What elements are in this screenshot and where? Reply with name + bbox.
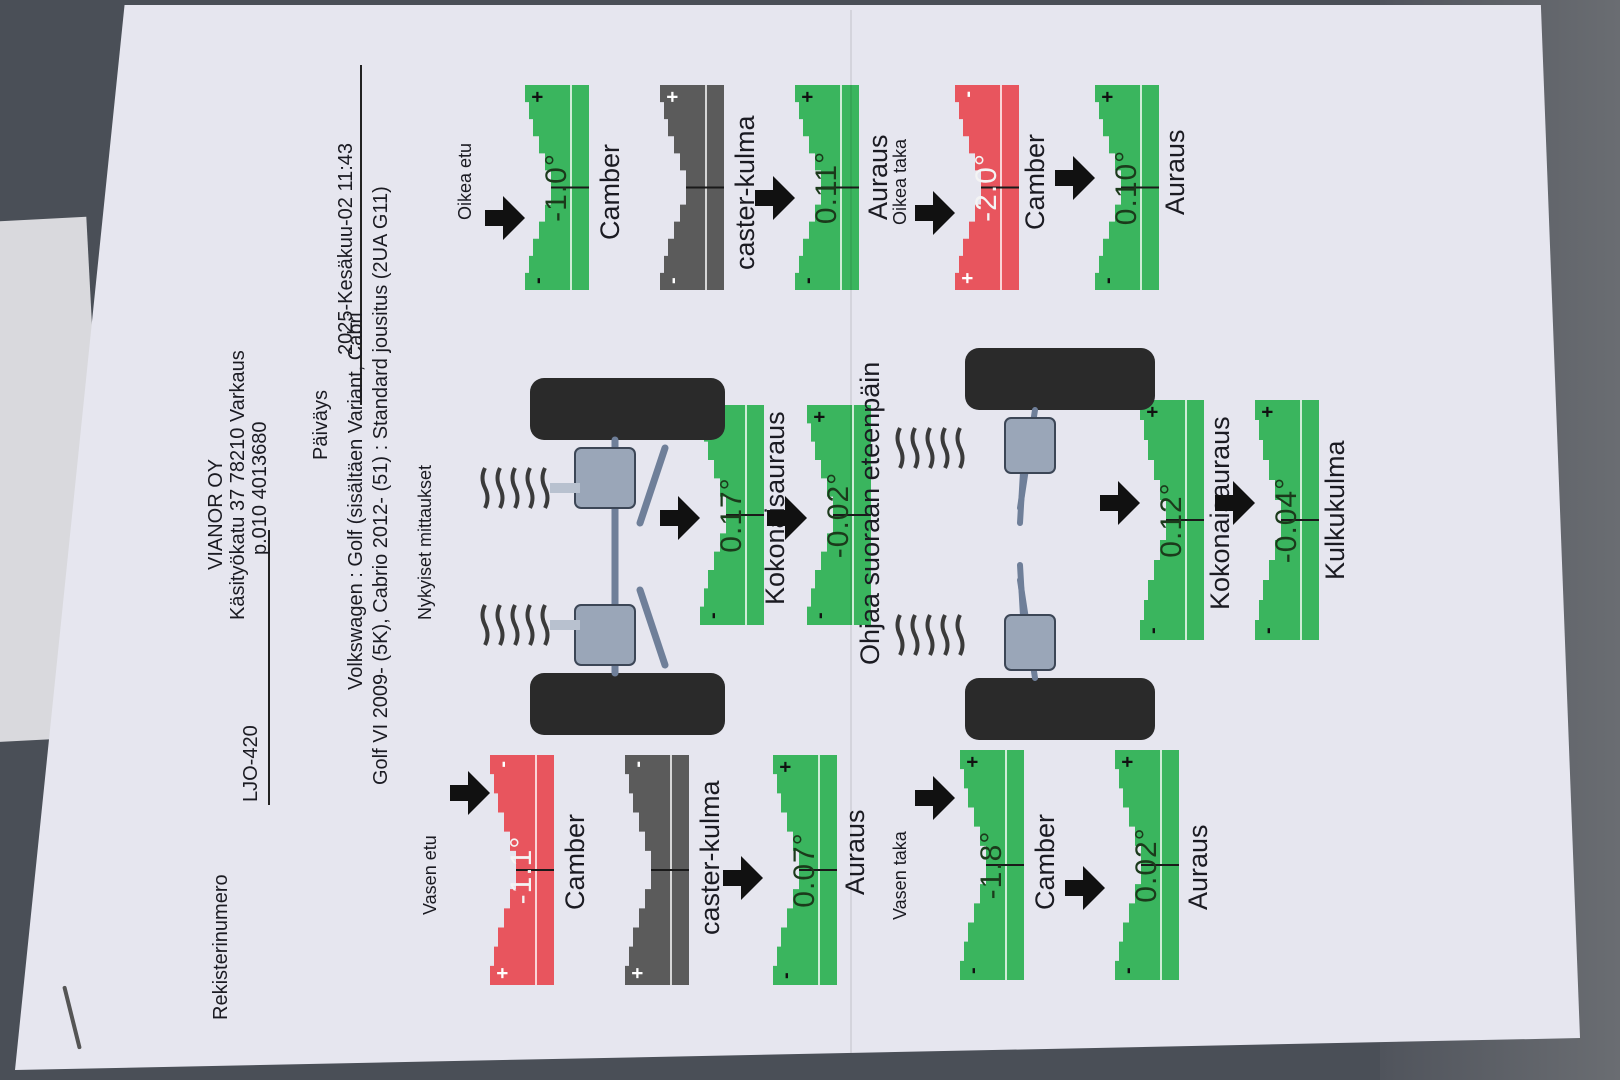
front-right-toe-gauge: -+0.11° bbox=[795, 85, 859, 290]
front-right-caster-gauge: -+ bbox=[660, 85, 724, 290]
gauge-sign-left: + bbox=[627, 967, 649, 979]
steer-ahead-text: Ohjaa suoraan eteenpäin bbox=[855, 361, 885, 665]
front-right-camber-caption: Camber bbox=[595, 143, 625, 240]
front-left-toe-gauge: -+0.07° bbox=[773, 755, 837, 985]
gauge-sign-right: - bbox=[627, 761, 649, 768]
front-left-label: Vasen etu bbox=[420, 835, 440, 915]
gauge-value: -1.1° bbox=[505, 835, 538, 905]
arrow-shape bbox=[1065, 866, 1105, 910]
vehicle-line-2: Golf VI 2009- (5K), Cabrio 2012- (51) : … bbox=[370, 186, 392, 785]
arrow-shape bbox=[1055, 156, 1095, 200]
down-arrow-icon bbox=[767, 496, 816, 540]
report-content: Rekisterinumero LJO-420 VIANOR OY Käsity… bbox=[55, 20, 1555, 1060]
down-arrow-icon bbox=[485, 196, 534, 240]
rear-left-camber-gauge: -+-1.8° bbox=[960, 750, 1024, 980]
registration-label: Rekisterinumero bbox=[210, 874, 232, 1020]
front-left-caster-caption: caster-kulma bbox=[695, 780, 725, 935]
paper-fold bbox=[850, 10, 852, 1070]
arrow-shape bbox=[755, 176, 795, 220]
arrow-shape bbox=[915, 191, 955, 235]
arrow-shape bbox=[723, 856, 763, 900]
company-phone: p.010 4013680 bbox=[249, 421, 271, 555]
company-address: Käsityökatu 37 78210 Varkaus bbox=[227, 350, 249, 620]
company-name: VIANOR OY bbox=[205, 458, 227, 570]
gauge-value: 0.10° bbox=[1110, 149, 1143, 226]
rear-right-camber-caption: Camber bbox=[1020, 133, 1050, 230]
arrow-shape bbox=[915, 776, 955, 820]
rear-right-toe-gauge: -+0.10° bbox=[1095, 85, 1159, 290]
gauge-value: -1.0° bbox=[540, 153, 573, 222]
down-arrow-icon bbox=[1055, 156, 1104, 200]
down-arrow-icon bbox=[660, 496, 709, 540]
rear-left-toe-gauge: -+0.02° bbox=[1115, 750, 1179, 980]
down-arrow-icon bbox=[1100, 481, 1149, 525]
rear-thrust-gauge: -+-0.04° bbox=[1255, 400, 1319, 640]
gauge-value: -1.8° bbox=[975, 830, 1008, 900]
front-total-toe-gauge: -+0.17° bbox=[700, 405, 764, 625]
down-arrow-icon bbox=[755, 176, 804, 220]
front-right-label: Oikea etu bbox=[455, 142, 475, 220]
rear-thrust-caption: Kulkukulma bbox=[1320, 440, 1350, 580]
front-left-camber-caption: Camber bbox=[560, 813, 590, 910]
gauge-sign-left: - bbox=[662, 277, 684, 284]
rear-total-toe-gauge: -+0.12° bbox=[1140, 400, 1204, 640]
arrow-shape bbox=[1215, 481, 1255, 525]
registration-underline bbox=[268, 530, 270, 805]
gauge-sign-right: + bbox=[662, 91, 684, 103]
front-left-caster-gauge: +- bbox=[625, 755, 689, 985]
front-left-toe-caption: Auraus bbox=[840, 809, 870, 895]
down-arrow-icon bbox=[723, 856, 772, 900]
rear-suspension-graphic bbox=[895, 348, 1155, 740]
arrow-shape bbox=[450, 771, 490, 815]
vehicle-line-1: Volkswagen : Golf (sisältäen Variant, Ca… bbox=[345, 312, 367, 690]
down-arrow-icon bbox=[915, 191, 964, 235]
front-left-camber-gauge: +--1.1° bbox=[490, 755, 554, 985]
rear-right-toe-caption: Auraus bbox=[1160, 129, 1190, 215]
date-label: Päiväys bbox=[310, 389, 332, 460]
gauge-value: -0.04° bbox=[1270, 476, 1303, 564]
rear-left-camber-caption: Camber bbox=[1030, 813, 1060, 910]
gauge-value: -2.0° bbox=[970, 153, 1003, 222]
rear-right-camber-gauge: +--2.0° bbox=[955, 85, 1019, 290]
arrow-shape bbox=[485, 196, 525, 240]
front-suspension-graphic bbox=[480, 378, 725, 735]
front-setback-gauge: -+-0.02° bbox=[807, 405, 871, 625]
arrow-shape bbox=[1100, 481, 1140, 525]
registration-value: LJO-420 bbox=[240, 725, 262, 802]
down-arrow-icon bbox=[1215, 481, 1264, 525]
rear-left-label: Vasen taka bbox=[890, 831, 910, 920]
arrow-shape bbox=[660, 496, 700, 540]
down-arrow-icon bbox=[915, 776, 964, 820]
arrow-shape bbox=[767, 496, 807, 540]
down-arrow-icon bbox=[450, 771, 499, 815]
gauge-value: 0.02° bbox=[1130, 827, 1163, 903]
rear-left-toe-caption: Auraus bbox=[1183, 824, 1213, 910]
down-arrow-icon bbox=[1065, 866, 1114, 910]
gauge-value: 0.07° bbox=[788, 832, 821, 908]
measurement-title: Nykyiset mittaukset bbox=[415, 464, 435, 620]
alignment-report-paper: Rekisterinumero LJO-420 VIANOR OY Käsity… bbox=[15, 5, 1580, 1070]
front-right-toe-caption: Auraus bbox=[863, 134, 893, 220]
front-right-camber-gauge: -+-1.0° bbox=[525, 85, 589, 290]
